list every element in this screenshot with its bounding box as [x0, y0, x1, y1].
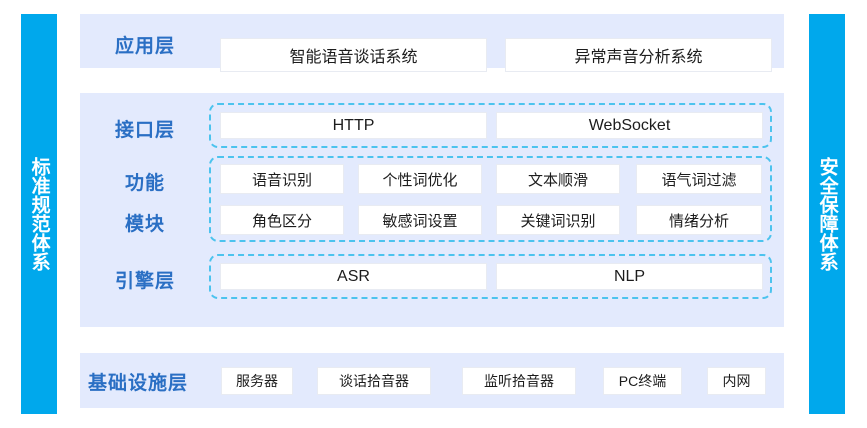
function-item-role-separation[interactable]: 角色区分: [220, 205, 344, 235]
function-item-sensitive-word-settings[interactable]: 敏感词设置: [358, 205, 482, 235]
function-item-speech-recognition[interactable]: 语音识别: [220, 164, 344, 194]
function-item-modal-word-filtering[interactable]: 语气词过滤: [636, 164, 762, 194]
engine-layer-label: 引擎层: [114, 271, 175, 292]
interface-item-websocket[interactable]: WebSocket: [496, 112, 763, 139]
engine-layer-group-outline: [209, 254, 772, 299]
function-item-emotion-analysis[interactable]: 情绪分析: [636, 205, 762, 235]
engine-item-nlp[interactable]: NLP: [496, 263, 763, 290]
sidebar-right-security: 安全保障体系: [809, 14, 845, 414]
interface-item-http[interactable]: HTTP: [220, 112, 487, 139]
application-item-voice-talk-system[interactable]: 智能语音谈话系统: [220, 38, 487, 72]
infrastructure-item-monitor-pickup[interactable]: 监听拾音器: [462, 367, 576, 395]
infrastructure-item-pc-terminal[interactable]: PC终端: [603, 367, 682, 395]
sidebar-left-label: 标准规范体系: [28, 157, 50, 271]
application-item-abnormal-sound-system[interactable]: 异常声音分析系统: [505, 38, 772, 72]
function-item-personalized-word-optimization[interactable]: 个性词优化: [358, 164, 482, 194]
sidebar-left-standards: 标准规范体系: [21, 14, 57, 414]
infrastructure-layer-label: 基础设施层: [88, 373, 189, 394]
interface-layer-group-outline: [209, 103, 772, 148]
infrastructure-item-server[interactable]: 服务器: [221, 367, 293, 395]
function-module-label-line2: 模块: [124, 214, 165, 235]
engine-item-asr[interactable]: ASR: [220, 263, 487, 290]
function-item-keyword-recognition[interactable]: 关键词识别: [496, 205, 620, 235]
sidebar-right-label: 安全保障体系: [816, 157, 838, 271]
function-module-group-outline: [209, 156, 772, 242]
function-item-text-smoothing[interactable]: 文本顺滑: [496, 164, 620, 194]
function-module-label-line1: 功能: [124, 173, 165, 194]
interface-layer-label: 接口层: [114, 120, 175, 141]
infrastructure-item-intranet[interactable]: 内网: [707, 367, 766, 395]
application-layer-panel: 应用层 智能语音谈话系统 异常声音分析系统: [80, 14, 784, 72]
application-layer-label: 应用层: [114, 36, 175, 57]
infrastructure-item-talk-pickup[interactable]: 谈话拾音器: [317, 367, 431, 395]
